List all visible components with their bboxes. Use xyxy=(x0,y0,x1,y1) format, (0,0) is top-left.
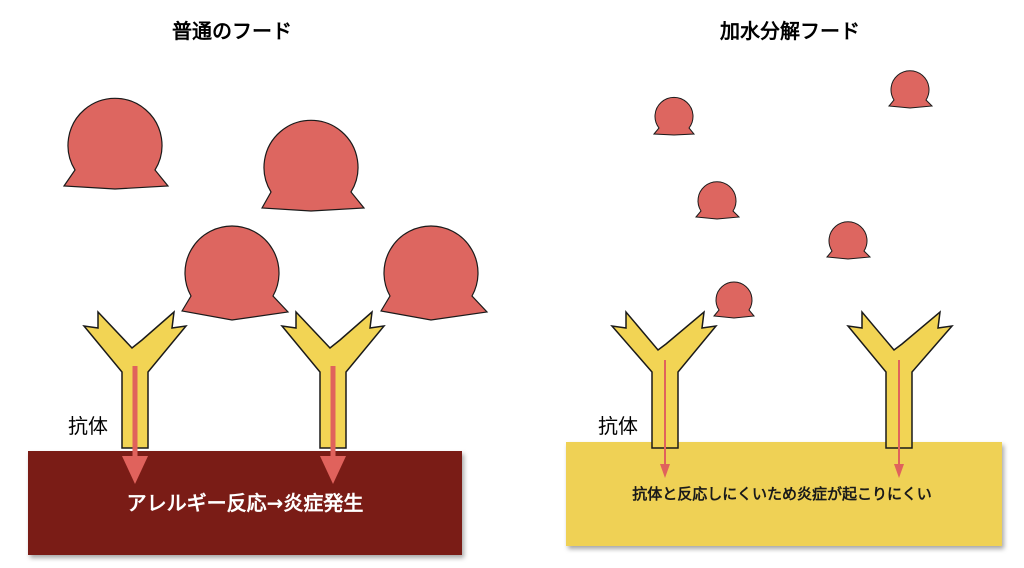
allergen-small xyxy=(652,96,696,136)
allergen-small xyxy=(713,281,755,319)
allergen-large xyxy=(62,97,170,190)
left-base-text: アレルギー反応→炎症発生 xyxy=(127,491,364,515)
right-base-text: 抗体と反応しにくいため炎症が起こりにくい xyxy=(632,485,931,503)
left-antibody-label: 抗体 xyxy=(68,414,108,438)
antibody xyxy=(846,309,954,478)
allergen-small xyxy=(888,70,934,109)
antibody xyxy=(610,309,718,478)
allergen-small xyxy=(826,221,872,260)
allergen-small xyxy=(695,181,741,220)
right-panel: 加水分解フード 抗体と反応しにくいため炎症が起こりにくい xyxy=(566,19,1002,546)
right-antibody-label: 抗体 xyxy=(598,414,638,438)
allergen-bound xyxy=(380,225,489,321)
left-panel-title: 普通のフード xyxy=(172,19,292,43)
right-base-layer xyxy=(566,442,1002,546)
left-panel: 普通のフード アレルギー反応→炎症発生 抗体 xyxy=(28,19,489,555)
allergen-large xyxy=(261,119,366,212)
left-base-layer xyxy=(28,451,462,555)
allergen-bound xyxy=(181,225,290,321)
antibody xyxy=(280,310,386,484)
right-panel-title: 加水分解フード xyxy=(719,19,860,43)
antibody xyxy=(82,310,188,484)
